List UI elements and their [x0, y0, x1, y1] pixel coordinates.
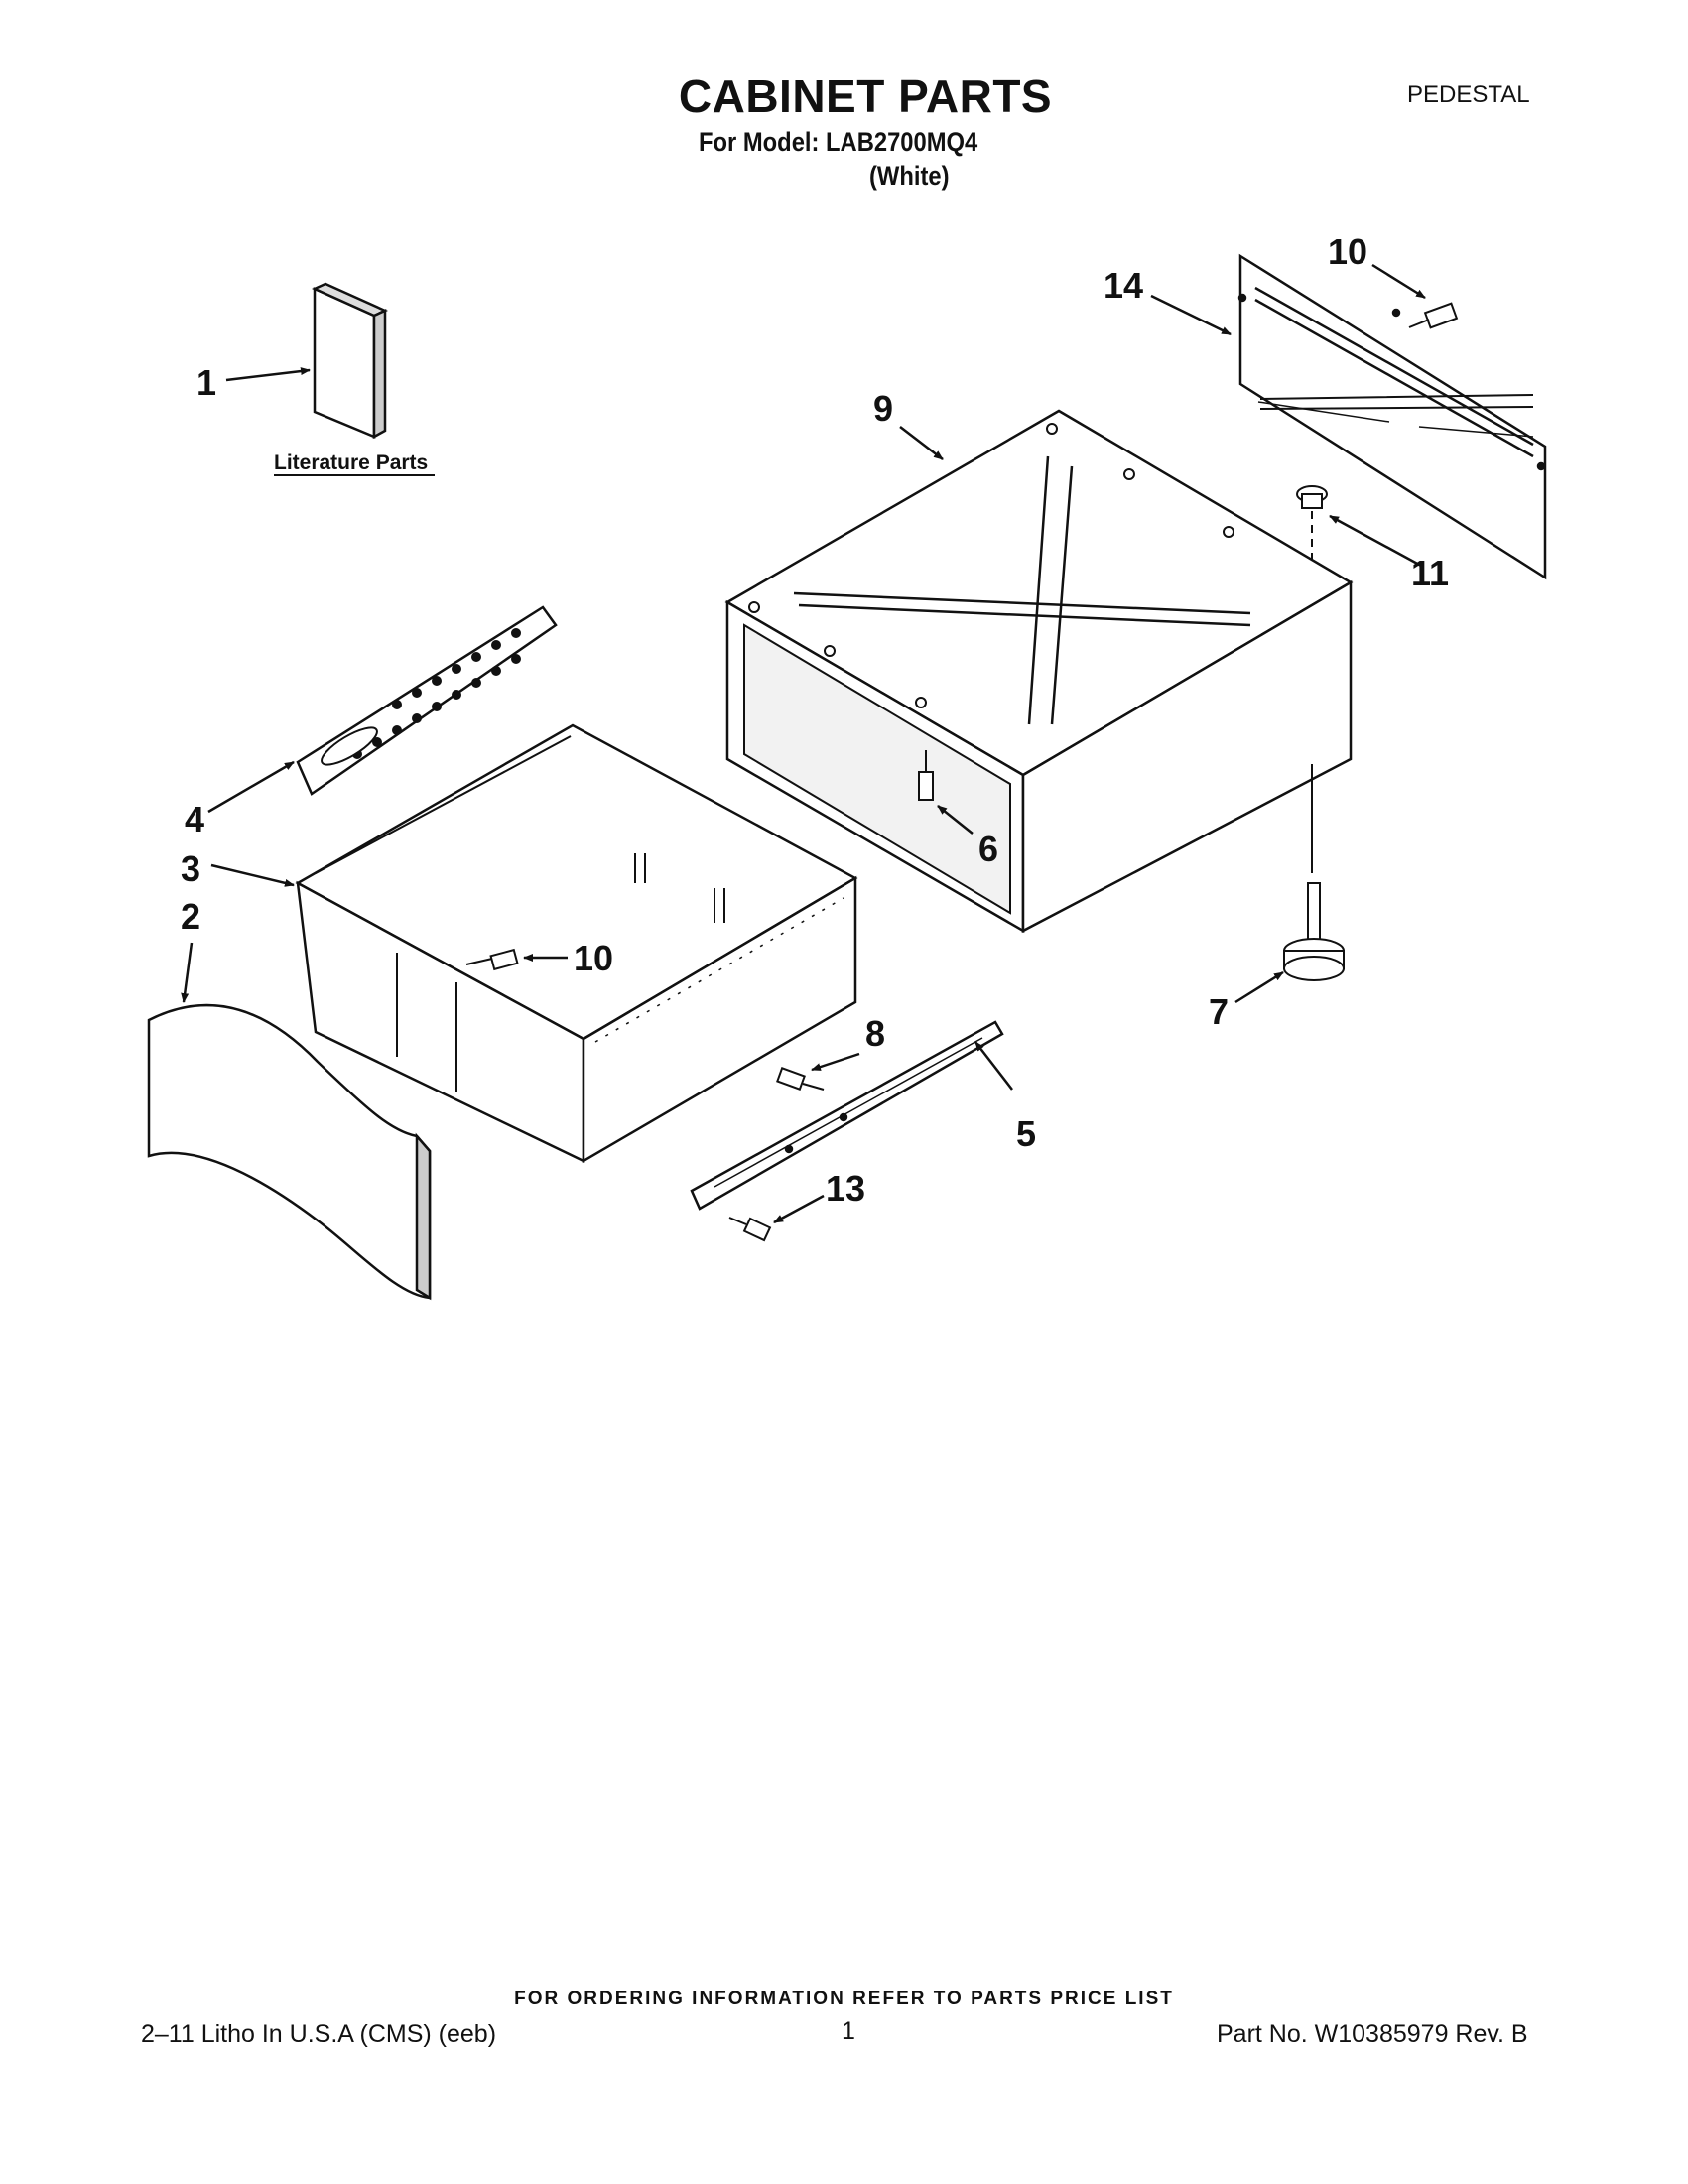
drawer-grille	[296, 605, 558, 796]
callout-10-upper: 10	[1328, 231, 1367, 272]
pedestal-cabinet	[724, 409, 1354, 934]
screw-13	[728, 1217, 772, 1242]
part-number: Part No. W10385979 Rev. B	[1217, 2020, 1528, 2048]
back-panel	[1237, 253, 1547, 580]
page-number: 1	[842, 2017, 855, 2045]
drawer-front	[147, 1003, 432, 1301]
screw-10-upper	[1408, 302, 1459, 329]
callout-8: 8	[865, 1013, 885, 1054]
callout-7: 7	[1209, 991, 1229, 1032]
glide-11	[1296, 485, 1328, 587]
callout-3: 3	[181, 848, 200, 889]
callout-5: 5	[1016, 1113, 1036, 1154]
callout-11: 11	[1411, 553, 1449, 593]
screw-10-lower	[465, 948, 519, 971]
screw-6	[918, 750, 934, 801]
callout-9: 9	[873, 388, 893, 429]
screw-8	[776, 1067, 825, 1091]
literature-booklet	[311, 282, 389, 440]
callout-1: 1	[196, 362, 216, 403]
literature-parts-label: Literature Parts	[274, 451, 428, 474]
page-title: CABINET PARTS	[678, 70, 1053, 122]
model-line: For Model: LAB2700MQ4	[699, 127, 978, 157]
drawer-bin	[295, 723, 858, 1164]
callout-14: 14	[1104, 265, 1143, 306]
callout-numbers: 1 2 3 4 5 6 7 8 9 10 10 11 13 14	[181, 231, 1449, 1209]
callout-4: 4	[185, 799, 204, 839]
drawer-slide	[690, 1020, 1004, 1211]
section-tag: PEDESTAL	[1407, 81, 1530, 108]
callout-leaders	[181, 263, 1426, 1224]
leveling-leg	[1283, 882, 1345, 981]
callout-2: 2	[181, 896, 200, 937]
litho-info: 2–11 Litho In U.S.A (CMS) (eeb)	[141, 2020, 497, 2048]
callout-6: 6	[978, 829, 998, 869]
callout-10-lower: 10	[574, 938, 613, 978]
ordering-note: FOR ORDERING INFORMATION REFER TO PARTS …	[514, 1989, 1174, 2009]
callout-13: 13	[826, 1168, 865, 1209]
color-line: (White)	[869, 161, 950, 191]
